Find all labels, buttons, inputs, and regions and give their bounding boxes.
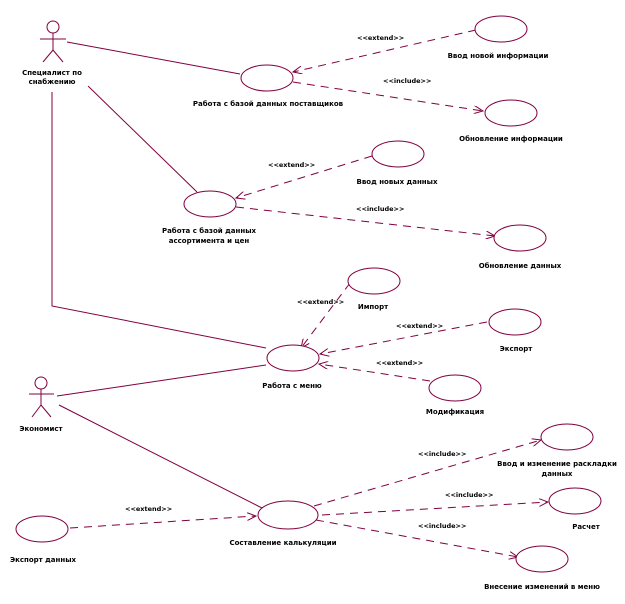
uc-layout-input-label-1: Ввод и изменение раскладки <box>497 460 617 468</box>
dep-modification-extend <box>319 364 431 382</box>
uc-export-label: Экспорт <box>499 345 533 353</box>
assoc-specialist-menu <box>51 92 267 349</box>
uc-menu-work <box>266 344 320 372</box>
dep-layout-include <box>313 440 541 507</box>
uc-calc <box>548 487 602 515</box>
assoc-economist-calc <box>58 404 263 509</box>
uc-assortment-db <box>183 190 237 218</box>
uc-data-update <box>493 224 547 252</box>
dep-new-info-extend <box>293 29 477 72</box>
uc-new-info-input <box>474 15 528 43</box>
uc-data-export-label: Экспорт данных <box>9 556 77 564</box>
stereotype-include-3: <<include>> <box>418 450 467 458</box>
uc-info-update <box>484 99 538 127</box>
dep-data-update-include <box>235 206 495 236</box>
uc-modification-label: Модификация <box>425 408 485 416</box>
uc-data-update-label: Обновление данных <box>478 262 562 270</box>
actor-economist-label: Экономист <box>19 425 63 433</box>
uc-calculation-composition-label: Составление калькуляции <box>229 539 337 547</box>
dependencies <box>69 29 548 557</box>
uc-new-data-input <box>371 140 425 168</box>
dep-calc-include <box>321 502 548 516</box>
uc-assortment-db-label-2: ассортимента и цен <box>168 237 250 245</box>
uc-layout-input <box>540 423 594 451</box>
uc-new-data-input-label: Ввод новых данных <box>356 178 438 186</box>
uc-new-info-input-label: Ввод новой информации <box>447 52 549 60</box>
uc-suppliers-db-label: Работа с базой данных поставщиков <box>192 100 344 108</box>
dep-info-update-include <box>292 81 483 111</box>
dep-export-extend <box>320 321 488 354</box>
uc-menu-work-label: Работа с меню <box>262 382 322 390</box>
stereotype-extend-4: <<extend>> <box>396 322 444 330</box>
actor-specialist-label-1: Специалист по <box>22 69 82 77</box>
dep-import-extend <box>301 282 351 348</box>
uc-import-label: Импорт <box>357 303 389 311</box>
assoc-specialist-assortment <box>87 85 198 193</box>
actor-specialist-figure <box>40 20 66 63</box>
uc-calculation-composition <box>257 500 319 530</box>
uc-layout-input-label-2: данных <box>541 470 573 478</box>
uc-suppliers-db <box>240 64 294 92</box>
stereotype-extend-3: <<extend>> <box>297 298 345 306</box>
dep-new-data-extend <box>236 155 373 198</box>
uc-calc-label: Расчет <box>572 523 600 531</box>
stereotype-include-4: <<include>> <box>445 491 494 499</box>
assoc-specialist-suppliers <box>66 41 241 75</box>
uc-menu-changes <box>515 545 569 573</box>
uc-modification <box>428 374 482 402</box>
use-case-ellipses <box>15 15 602 573</box>
stereotype-extend-5: <<extend>> <box>376 359 424 367</box>
associations <box>51 41 267 509</box>
dep-menu-changes-include <box>315 519 518 557</box>
uc-assortment-db-label-1: Работа с базой данных <box>161 227 257 235</box>
stereotype-include-2: <<include>> <box>356 205 405 213</box>
stereotype-extend-1: <<extend>> <box>357 34 405 42</box>
stereotype-include-5: <<include>> <box>418 522 467 530</box>
stereotype-include-1: <<include>> <box>383 77 432 85</box>
uc-data-export <box>15 515 69 543</box>
uc-import <box>347 267 401 295</box>
uc-menu-changes-label: Внесение изменений в меню <box>484 583 600 591</box>
dep-data-export-extend <box>69 516 256 529</box>
stereotype-extend-2: <<extend>> <box>268 161 316 169</box>
actor-specialist-label-2: снабжению <box>28 78 76 86</box>
assoc-economist-menu <box>56 364 267 397</box>
actor-economist-figure <box>29 376 54 418</box>
uc-export <box>488 308 542 336</box>
uc-info-update-label: Обновление информации <box>459 135 563 143</box>
stereotype-extend-6: <<extend>> <box>125 505 173 513</box>
